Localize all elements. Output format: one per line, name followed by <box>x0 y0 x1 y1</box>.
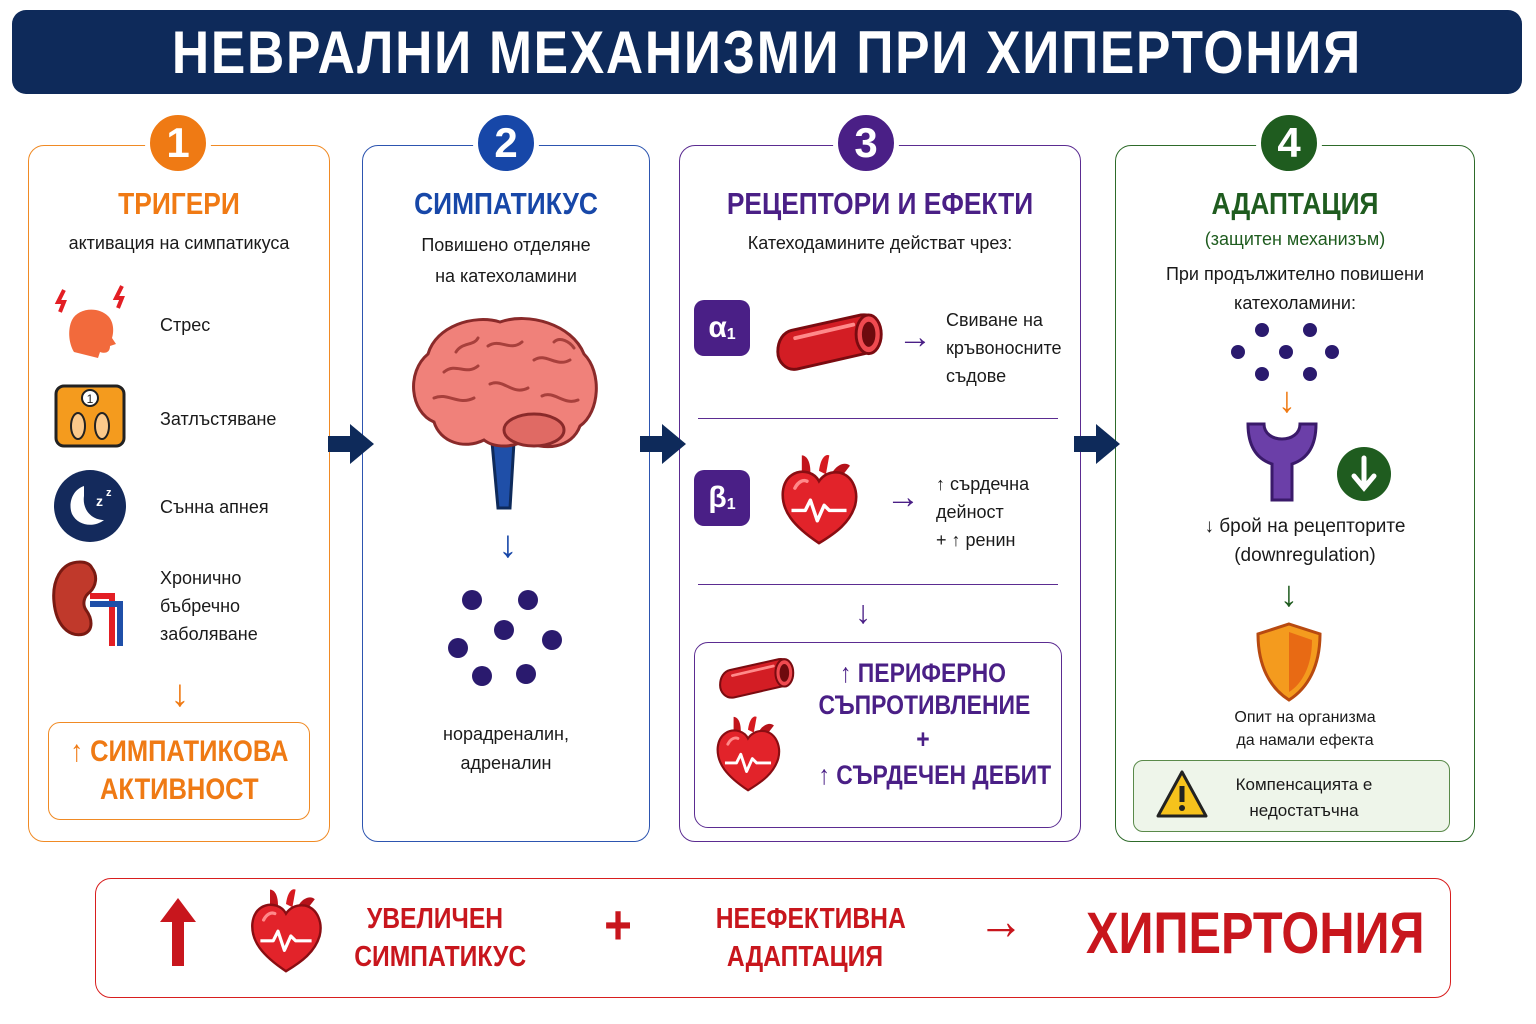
sympathetic-activity-box: ↑ СИМПАТИКОВА АКТИВНОСТ <box>48 722 310 820</box>
step-number-2: 2 <box>473 110 539 176</box>
summary-increased-sympathetic: УВЕЛИЧЕН СИМПАТИКУС <box>354 903 527 973</box>
heart-summary-icon <box>246 884 326 980</box>
panel2-title: СИМПАТИКУС <box>414 186 598 221</box>
warning-text: Компенсацията е недостатъчна <box>1235 775 1373 820</box>
step-number-1: 1 <box>145 110 211 176</box>
beta-effect: ↑ сърдечна дейност + ↑ ренин <box>936 474 1030 550</box>
shield-caption: Опит на организма да намали ефекта <box>1234 709 1376 749</box>
kidney-icon <box>52 560 123 646</box>
summary-ineffective-adaptation: НЕЕФЕКТИВНА АДАПТАЦИЯ <box>715 903 906 973</box>
heart-icon <box>776 450 862 552</box>
panel1-subtitle: активация на симпатикуса <box>68 233 290 253</box>
svg-text:z: z <box>96 493 103 509</box>
arrow-right-icon-1 <box>326 422 376 466</box>
heart-small-icon <box>712 710 784 800</box>
alpha-effect-arrow: → <box>898 318 932 356</box>
blood-vessel-small-icon <box>716 650 798 708</box>
step-number-3: 3 <box>833 110 899 176</box>
arrow-right-icon-2 <box>638 422 688 466</box>
arrow-right-icon-3 <box>1072 422 1122 466</box>
cardiac-output: ↑ СЪРДЕЧЕН ДЕБИТ <box>818 760 1052 790</box>
warning-icon <box>1156 770 1208 818</box>
catecholamine-molecules-icon <box>448 590 562 686</box>
moon-sleep-icon: z z <box>54 470 126 542</box>
summary-plus: + <box>604 893 632 956</box>
panel3-down-arrow: ↓ <box>855 594 871 630</box>
panel4-green-arrow: ↓ <box>1280 573 1298 614</box>
panel4-orange-arrow: ↓ <box>1278 379 1296 420</box>
summary-bar <box>95 878 1451 998</box>
scale-icon: 1 <box>54 384 126 448</box>
summary-arrow: → <box>978 891 1024 951</box>
up-arrow-icon <box>160 898 196 966</box>
separator-1 <box>698 418 1058 419</box>
panel4-title: АДАПТАЦИЯ <box>1211 186 1379 221</box>
panel3-title: РЕЦЕПТОРИ И ЕФЕКТИ <box>726 186 1034 221</box>
panel4-intro: При продължително повишени катехоламини: <box>1165 264 1425 313</box>
trigger-stress: Стрес <box>160 315 211 335</box>
svg-text:z: z <box>106 487 112 499</box>
trigger-sleep-apnea: Сънна апнея <box>160 497 269 517</box>
effect-plus: + <box>916 724 930 754</box>
trigger-kidney-disease: Хронично бъбречно заболяване <box>160 568 258 644</box>
title-bar: НЕВРАЛНИ МЕХАНИЗМИ ПРИ ХИПЕРТОНИЯ <box>12 10 1522 94</box>
beta-effect-arrow: → <box>886 478 920 516</box>
summary-hypertension: ХИПЕРТОНИЯ <box>1086 901 1425 966</box>
catecholamine-molecules-small-icon <box>1231 323 1339 381</box>
peripheral-resistance-line1: ↑ ПЕРИФЕРНО <box>839 658 1007 688</box>
receptor-icon <box>1246 422 1318 502</box>
svg-text:1: 1 <box>87 392 94 406</box>
panel1-title: ТРИГЕРИ <box>118 186 240 221</box>
panel3-subtitle: Катеходамините действат чрез: <box>747 233 1013 253</box>
alpha-effect: Свиване на кръвоносните съдове <box>946 310 1062 386</box>
panel4-subtitle: (защитен механизъм) <box>1204 229 1386 249</box>
panel1-down-arrow: ↓ <box>170 673 190 715</box>
separator-2 <box>698 584 1058 585</box>
peripheral-resistance-line2: СЪПРОТИВЛЕНИЕ <box>818 690 1031 720</box>
panel-adaptation <box>1115 145 1475 842</box>
down-badge-icon <box>1337 447 1391 501</box>
page-title: НЕВРАЛНИ МЕХАНИЗМИ ПРИ ХИПЕРТОНИЯ <box>171 18 1363 86</box>
blood-vessel-icon <box>772 300 888 386</box>
panel2-subtitle: Повишено отделяне на катехоламини <box>421 235 591 286</box>
brain-icon <box>412 317 598 510</box>
panel2-caption: норадреналин, адреналин <box>443 724 569 773</box>
hemodynamic-effect-box <box>694 642 1062 828</box>
stress-head-icon <box>54 285 125 358</box>
panel2-down-arrow: ↓ <box>498 524 518 566</box>
receptor-downregulation: ↓ брой на рецепторите (downregulation) <box>1204 516 1406 566</box>
trigger-obesity: Затлъстяване <box>160 409 277 429</box>
step-number-4: 4 <box>1256 110 1322 176</box>
shield-icon <box>1256 622 1322 702</box>
